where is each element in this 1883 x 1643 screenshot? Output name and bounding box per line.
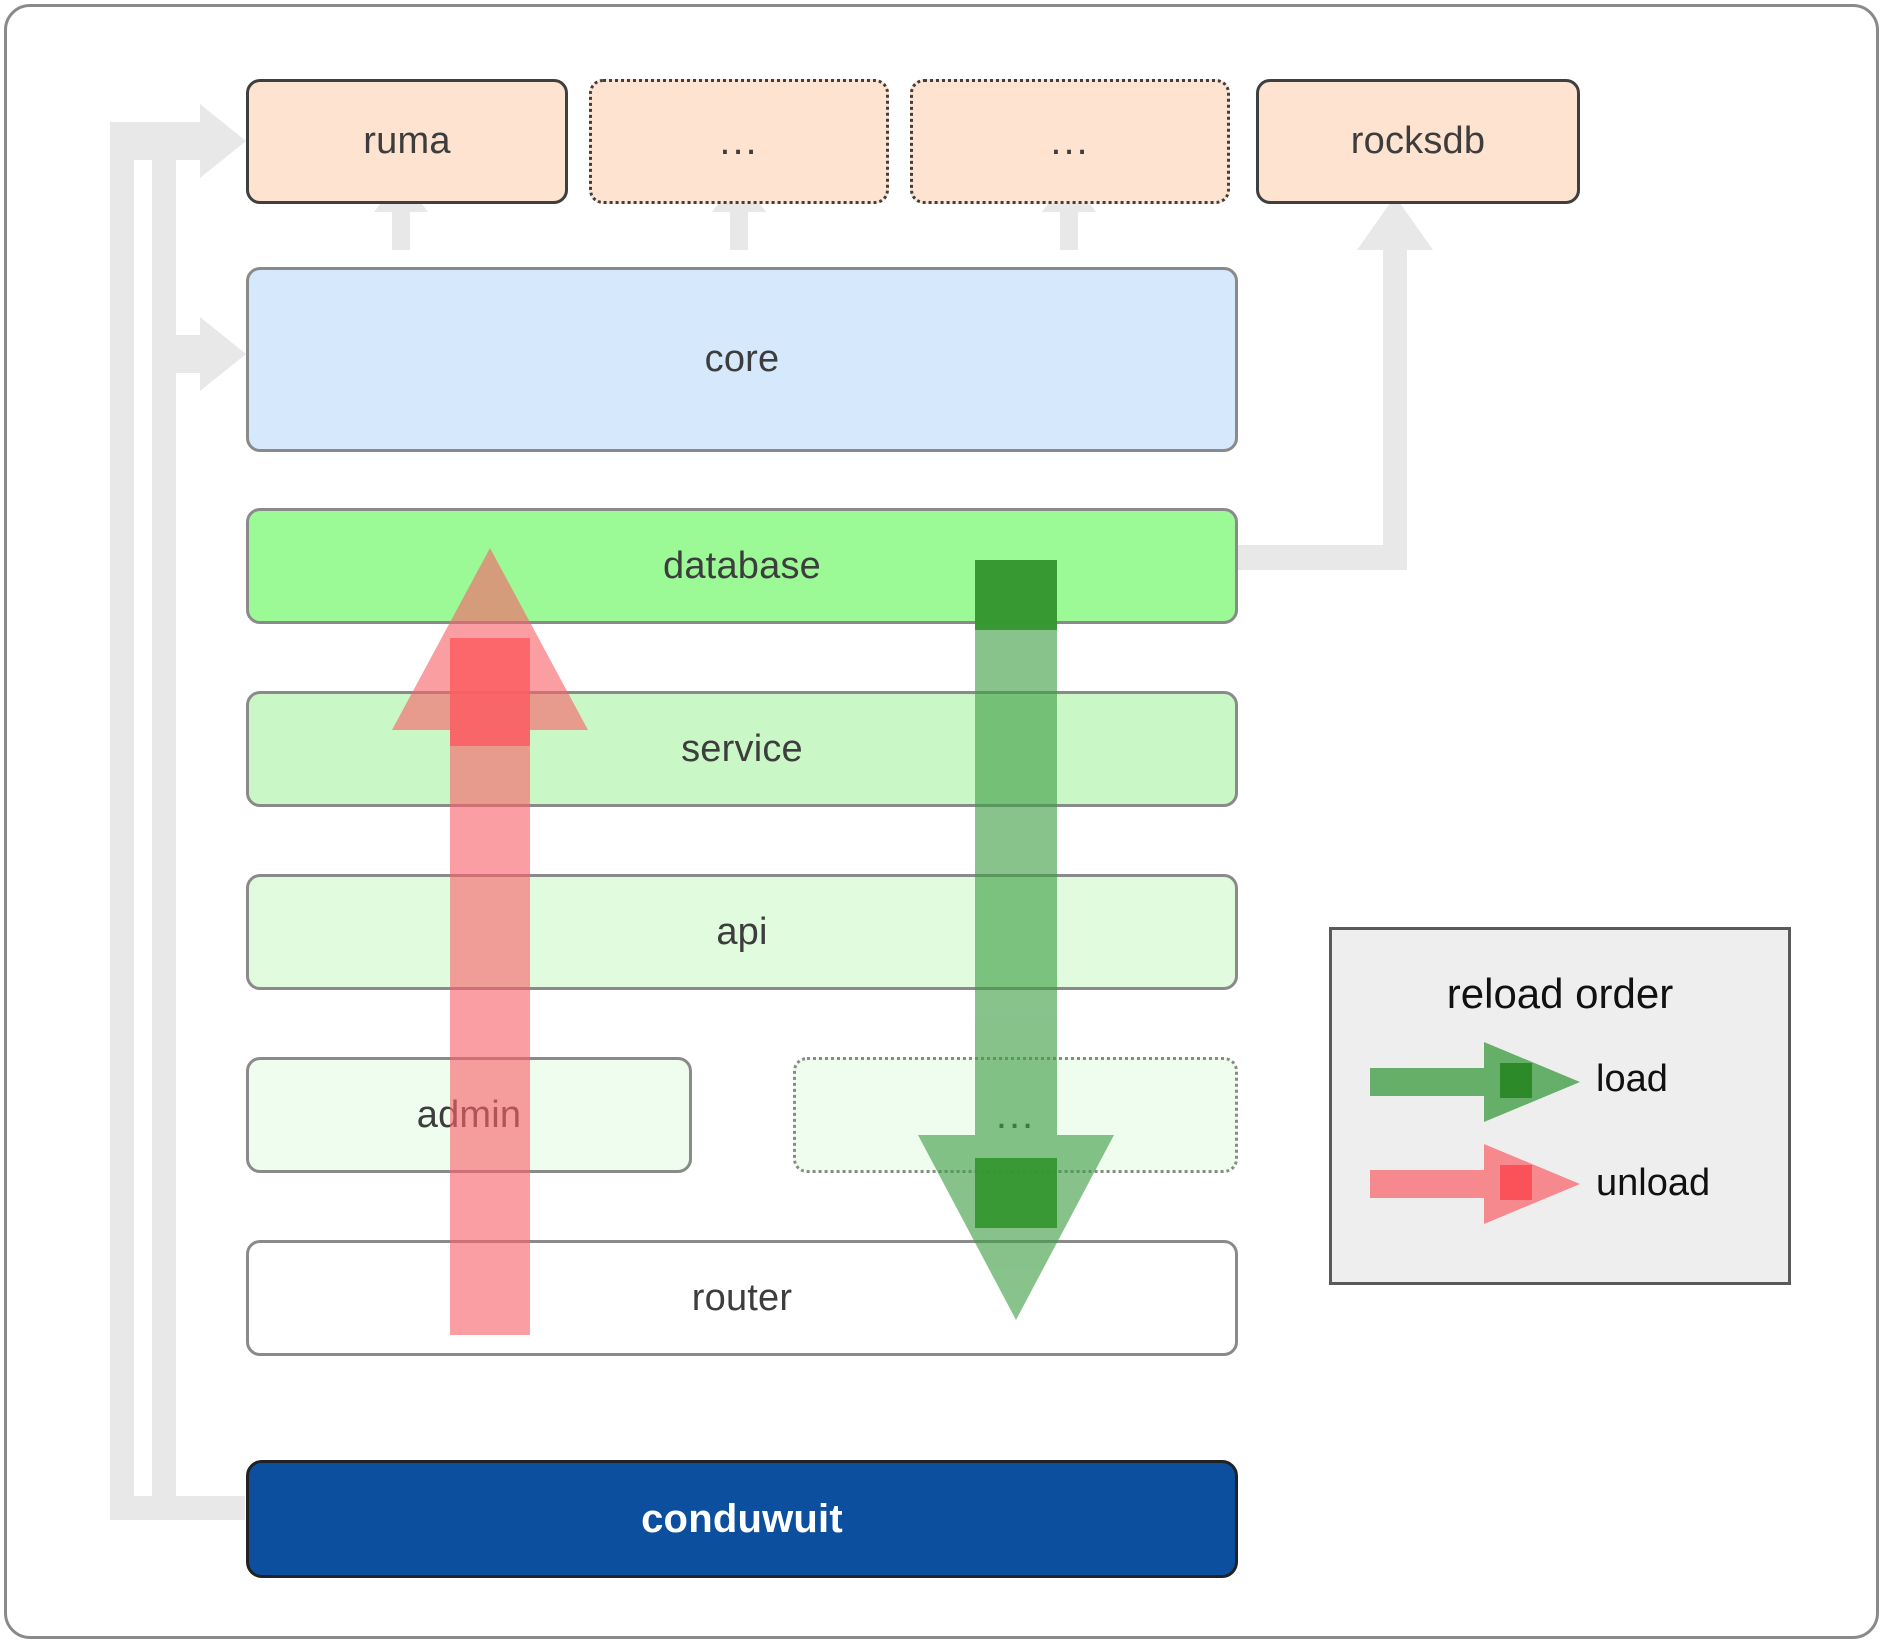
node-core[interactable]: core: [246, 267, 1238, 452]
node-router[interactable]: router: [246, 1240, 1238, 1356]
legend-arrows: [1370, 1042, 1580, 1224]
legend-unload-arrow: [1370, 1144, 1580, 1224]
legend-unload-arrow-accent: [1500, 1165, 1532, 1200]
load-arrow-accent: [975, 560, 1057, 1228]
node-router-label: router: [691, 1276, 793, 1319]
node-external-1[interactable]: ...: [589, 79, 889, 204]
node-service-label: service: [681, 727, 803, 770]
node-external-2[interactable]: ...: [910, 79, 1230, 204]
legend-label-unload: unload: [1596, 1162, 1711, 1204]
node-external-1-label: ...: [719, 119, 759, 163]
node-core-label: core: [704, 338, 780, 380]
node-api[interactable]: api: [246, 874, 1238, 990]
node-ruma-label: ruma: [363, 120, 451, 162]
legend-load-arrow: [1370, 1042, 1580, 1122]
node-rocksdb-label: rocksdb: [1350, 120, 1486, 162]
node-conduwuit-label: conduwuit: [641, 1496, 843, 1541]
legend-label-load: load: [1596, 1058, 1668, 1100]
node-conduwuit[interactable]: conduwuit: [246, 1460, 1238, 1578]
node-external-2-label: ...: [1050, 119, 1090, 163]
legend-box: reload order load: [1329, 927, 1791, 1285]
node-ruma[interactable]: ruma: [246, 79, 568, 204]
unload-arrow: [392, 548, 588, 1335]
legend-load-arrow-accent: [1500, 1063, 1532, 1098]
node-database-label: database: [663, 544, 821, 587]
unload-arrow-accent: [450, 638, 530, 746]
legend-title: reload order: [1446, 970, 1674, 1017]
node-rocksdb[interactable]: rocksdb: [1256, 79, 1580, 204]
node-api-label: api: [716, 910, 768, 953]
node-database[interactable]: database: [246, 508, 1238, 624]
